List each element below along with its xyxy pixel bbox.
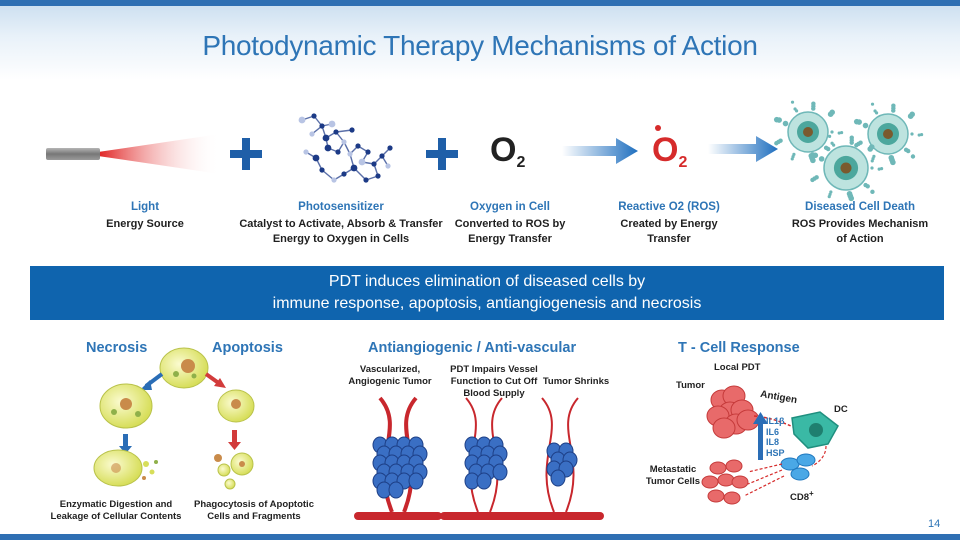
reactive-subscript: 2 — [678, 154, 688, 171]
flow-step-oxygen: Oxygen in Cell Converted to ROS by Energ… — [452, 201, 568, 247]
flow-step-head: Photosensitizer — [298, 201, 384, 213]
slide-title: Photodynamic Therapy Mechanisms of Actio… — [202, 30, 758, 61]
reactive-letter: O — [652, 131, 679, 169]
necrosis-title: Necrosis — [86, 340, 148, 356]
plus-icon — [426, 138, 458, 170]
flow-arrow-icon — [562, 138, 638, 164]
top-rule — [0, 0, 960, 6]
cytokine-item: IL8 — [766, 437, 780, 447]
radical-dot-icon — [655, 125, 661, 131]
flow-step-head: Reactive O2 (ROS) — [618, 201, 720, 213]
light-laser-icon — [46, 134, 220, 174]
page-number: 14 — [928, 518, 941, 530]
local-pdt-label: Local PDT — [714, 362, 761, 373]
flow-step-photosensitizer: Photosensitizer Catalyst to Activate, Ab… — [238, 201, 444, 247]
flow-step-cell-death: Diseased Cell Death ROS Provides Mechani… — [790, 201, 930, 247]
necrosis-apoptosis-illustration — [93, 347, 255, 490]
antiangio-stage-3: Tumor Shrinks — [542, 376, 610, 387]
cytokine-list: IL1β IL6 IL8 HSP — [766, 416, 785, 458]
tumor-label: Tumor — [676, 380, 705, 391]
flow-arrow-icon — [708, 136, 778, 162]
flow-step-head: Light — [130, 201, 160, 213]
flow-step-body: Converted to ROS by Energy Transfer — [454, 218, 566, 245]
flow-step-body: Catalyst to Activate, Absorb & Transfer … — [239, 218, 443, 245]
reactive-oxygen-symbol: O2 — [652, 132, 687, 181]
apoptosis-caption: Phagocytosis of Apoptotic Cells and Frag… — [194, 499, 314, 522]
flow-step-light: Light Energy Source — [80, 201, 210, 232]
bottom-rule — [0, 534, 960, 540]
antiangio-stage-1: Vascularized, Angiogenic Tumor — [348, 364, 432, 387]
flow-step-body: ROS Provides Mechanism of Action — [791, 218, 929, 245]
banner-line-1: PDT induces elimination of diseased cell… — [328, 273, 646, 290]
tcell-title: T - Cell Response — [678, 340, 800, 356]
flow-step-head: Diseased Cell Death — [805, 201, 915, 213]
tcell-illustration — [701, 385, 839, 505]
diseased-cells-icon — [773, 100, 924, 202]
oxygen-subscript: 2 — [516, 154, 526, 171]
flow-step-head: Oxygen in Cell — [470, 201, 550, 213]
dc-label: DC — [834, 404, 848, 415]
cytokine-item: IL6 — [766, 426, 780, 437]
photosensitizer-molecule-icon — [298, 113, 393, 183]
header-band — [0, 0, 960, 80]
necrosis-caption: Enzymatic Digestion and Leakage of Cellu… — [50, 499, 182, 522]
cd8-text: CD8 — [790, 492, 810, 504]
plus-icon — [230, 138, 262, 170]
cytokine-item: HSP — [766, 447, 785, 458]
apoptosis-title: Apoptosis — [212, 340, 283, 356]
flow-step-body: Energy Source — [106, 218, 184, 230]
oxygen-letter: O — [490, 131, 517, 169]
cytokine-item: IL1β — [766, 416, 785, 426]
banner-line-2: immune response, apoptosis, antiangiogen… — [272, 295, 702, 312]
flow-step-ros: Reactive O2 (ROS) Created by Energy Tran… — [606, 201, 732, 247]
antiangio-stage-2: PDT Impairs Vessel Function to Cut Off B… — [450, 364, 538, 399]
antiangiogenic-illustration — [354, 396, 604, 520]
cd8-label: CD8+ — [790, 488, 814, 504]
antiangio-title: Antiangiogenic / Anti-vascular — [368, 340, 577, 356]
cd8-sup: + — [809, 489, 814, 498]
summary-banner: PDT induces elimination of diseased cell… — [30, 266, 944, 320]
metastatic-label: Metastatic Tumor Cells — [645, 464, 701, 487]
oxygen-symbol: O2 — [490, 132, 525, 181]
flow-step-body: Created by Energy Transfer — [620, 218, 718, 245]
